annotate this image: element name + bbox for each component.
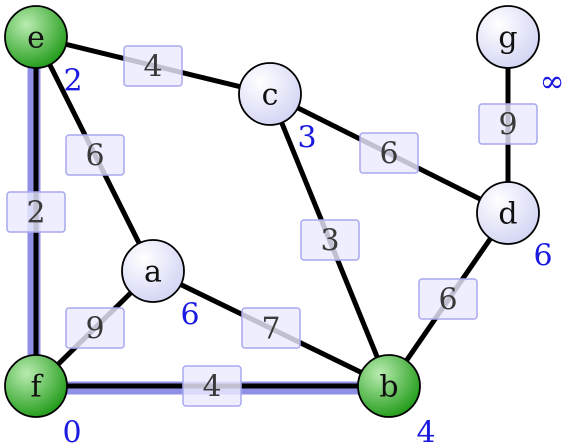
weight-label: 6	[438, 283, 457, 318]
node-label: f	[30, 370, 43, 405]
distance-label-f: 0	[62, 416, 81, 446]
weight-label: 2	[26, 196, 45, 231]
node-label: d	[498, 197, 517, 232]
weight-label: 4	[143, 50, 162, 85]
node-distance-labels: 2 3 ∞ 6 6 0 4	[62, 64, 564, 446]
node-label: e	[27, 21, 45, 56]
weight-label: 6	[379, 137, 398, 172]
graph-nodes: e c g d a f b	[4, 5, 540, 418]
node-circle	[357, 354, 421, 418]
weight-label: 7	[261, 312, 280, 347]
distance-label-d: 6	[533, 239, 552, 274]
node-circle	[4, 5, 68, 69]
weight-box	[478, 103, 538, 145]
edge-weight-e-a: 6	[65, 134, 125, 176]
edge-weight-boxes: 4 6 2 6 3 9 6 9 7 4	[6, 45, 538, 407]
weight-label: 4	[202, 370, 221, 405]
edge-weight-e-c: 4	[123, 45, 183, 87]
weight-box	[6, 191, 66, 233]
node-circle	[121, 239, 185, 303]
distance-label-a: 6	[180, 298, 199, 333]
node-circle	[476, 5, 540, 69]
node-circle	[238, 62, 302, 126]
edge-weight-a-b: 7	[241, 307, 301, 349]
weight-box	[359, 132, 419, 174]
node-d: d	[476, 181, 540, 245]
distance-label-b: 4	[416, 416, 435, 446]
weight-box	[418, 278, 478, 320]
weight-box	[123, 45, 183, 87]
distance-label-c: 3	[297, 121, 316, 156]
node-c: c	[238, 62, 302, 126]
edge-weight-e-f: 2	[6, 191, 66, 233]
node-b: b	[357, 354, 421, 418]
edge-weight-g-d: 9	[478, 103, 538, 145]
edge-weight-c-b: 3	[300, 219, 360, 261]
node-a: a	[121, 239, 185, 303]
weight-box	[182, 365, 242, 407]
distance-label-e: 2	[63, 64, 82, 99]
weight-box	[65, 307, 125, 349]
edge-weight-c-d: 6	[359, 132, 419, 174]
weight-label: 9	[498, 108, 517, 143]
node-label: b	[379, 370, 398, 405]
node-label: g	[498, 21, 517, 56]
node-g: g	[476, 5, 540, 69]
distance-label-g: ∞	[540, 65, 565, 100]
node-label: a	[144, 255, 162, 290]
weight-label: 9	[85, 312, 104, 347]
weight-label: 3	[320, 224, 339, 259]
weight-box	[241, 307, 301, 349]
weight-box	[300, 219, 360, 261]
edge-weight-d-b: 6	[418, 278, 478, 320]
node-circle	[4, 354, 68, 418]
node-e: e	[4, 5, 68, 69]
node-label: c	[262, 78, 279, 113]
node-f: f	[4, 354, 68, 418]
edge-weight-a-f: 9	[65, 307, 125, 349]
node-circle	[476, 181, 540, 245]
weight-box	[65, 134, 125, 176]
edge-weight-f-b: 4	[182, 365, 242, 407]
weight-label: 6	[85, 139, 104, 174]
